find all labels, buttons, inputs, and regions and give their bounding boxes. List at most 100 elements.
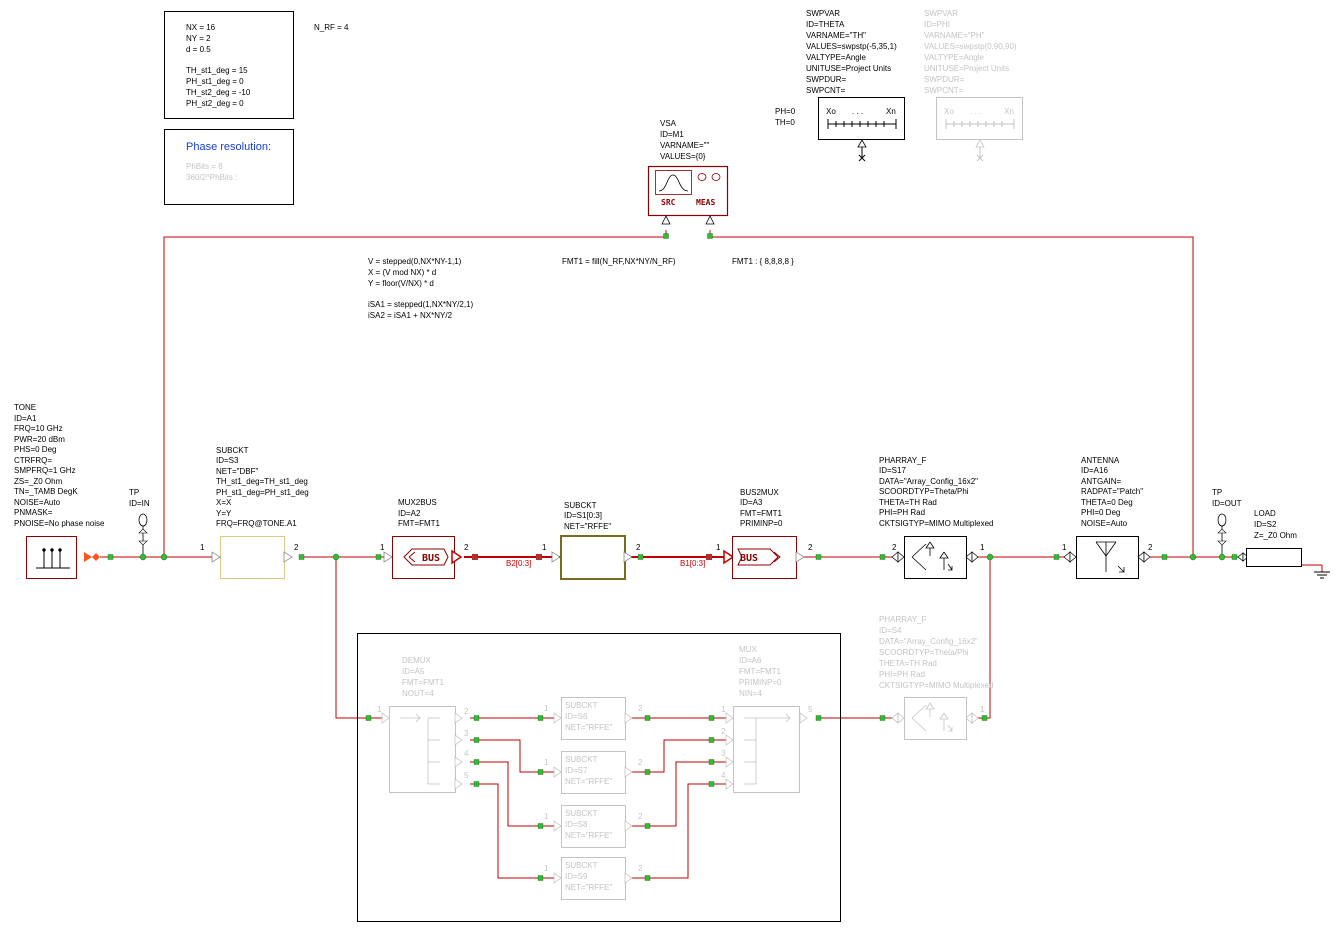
bus-pin[interactable] — [706, 554, 712, 560]
bus2mux-a3[interactable]: BUS2MUX ID=A3 FMT=FMT1 PRIMINP=0 1 BUS 2 — [706, 488, 822, 579]
pin[interactable] — [708, 715, 715, 721]
swpvar-theta-symbol[interactable] — [818, 97, 905, 140]
vsa-src-port-icon — [661, 215, 671, 225]
subckt-box[interactable] — [561, 751, 626, 794]
demux-line: DEMUX — [402, 656, 432, 665]
vsa-line: VARNAME="" — [660, 141, 709, 150]
bus-pin[interactable] — [536, 554, 542, 560]
phase-resolution-box[interactable]: Phase resolution: PhBits = 8 360/2^PhBit… — [164, 129, 294, 205]
pin-number: 1 — [544, 812, 549, 821]
subckt-line: ID=S3 — [216, 456, 239, 465]
node[interactable] — [139, 553, 147, 561]
test-point-in[interactable]: TP ID=IN — [129, 488, 150, 561]
subckt-line: NET="RFFE" — [565, 777, 612, 786]
pin[interactable] — [473, 759, 480, 765]
pharray-line: PHARRAY_F — [879, 456, 927, 465]
equations-block[interactable]: V = stepped(0,NX*NY-1,1) X = (V mod NX) … — [368, 257, 474, 320]
pin[interactable] — [815, 715, 822, 721]
pin[interactable] — [708, 759, 715, 765]
pin[interactable] — [473, 715, 480, 721]
antenna-line: NOISE=Auto — [1081, 519, 1128, 528]
load-s2[interactable]: LOAD ID=S2 Z=_Z0 Ohm — [1231, 509, 1330, 579]
demux-icon — [400, 713, 440, 785]
node[interactable] — [1189, 553, 1197, 561]
pharray-symbol[interactable] — [904, 536, 967, 579]
pin[interactable] — [879, 554, 886, 560]
demux-a5[interactable]: DEMUX ID=A5 FMT=FMT1 NOUT=4 1 2 3 4 5 — [365, 656, 480, 793]
fmt1-equation[interactable]: FMT1 = fill(N_RF,NX*NY/N_RF) — [562, 257, 676, 266]
tone-source[interactable]: TONE ID=A1 FRQ=10 GHz PWR=20 dBm PHS=0 D… — [14, 403, 114, 579]
nrf-equation[interactable]: N_RF = 4 — [314, 23, 349, 32]
pin[interactable] — [981, 715, 988, 721]
pin[interactable] — [1053, 554, 1060, 560]
pin[interactable] — [644, 769, 651, 775]
node[interactable] — [986, 553, 994, 561]
mux2bus-symbol[interactable] — [392, 536, 455, 579]
subckt-s3[interactable]: SUBCKT ID=S3 NET="DBF" TH_st1_deg=TH_st1… — [200, 446, 309, 579]
th-value: TH=0 — [775, 118, 795, 127]
demux-symbol[interactable] — [389, 706, 456, 793]
pin[interactable] — [644, 715, 651, 721]
pharray-symbol[interactable] — [904, 697, 967, 740]
subckt-s8[interactable]: 1 SUBCKT ID=S8 NET="RFFE" 2 — [537, 805, 651, 848]
pin[interactable] — [473, 737, 480, 743]
pin[interactable] — [298, 554, 305, 560]
node[interactable] — [1218, 553, 1226, 561]
pin[interactable] — [1231, 554, 1238, 560]
pin[interactable] — [537, 875, 544, 881]
pin-number: 1 — [1062, 543, 1067, 552]
mux-line: FMT=FMT1 — [739, 667, 782, 676]
subckt-s9[interactable]: 1 SUBCKT ID=S9 NET="RFFE" 2 — [537, 857, 651, 900]
subckt-box[interactable] — [561, 857, 626, 900]
swpvar-phi-symbol[interactable] — [936, 97, 1023, 140]
pin[interactable] — [1161, 554, 1168, 560]
mux-symbol[interactable] — [733, 706, 800, 793]
pin[interactable] — [879, 715, 886, 721]
vsa-block[interactable]: VSA ID=M1 VARNAME="" VALUES={0} SRC MEAS — [647, 119, 729, 239]
pin[interactable] — [815, 554, 822, 560]
pin[interactable] — [537, 823, 544, 829]
bus-pin[interactable] — [472, 554, 478, 560]
vsa-meas-port-icon — [705, 215, 715, 225]
pin[interactable] — [107, 554, 114, 560]
pin[interactable] — [663, 233, 669, 239]
pin[interactable] — [375, 554, 382, 560]
mux-a6[interactable]: MUX ID=A6 FMT=FMT1 PRIMINP=0 NIN=4 1 2 3… — [708, 645, 822, 793]
pin[interactable] — [537, 769, 544, 775]
node[interactable] — [332, 553, 340, 561]
load-symbol[interactable] — [1246, 548, 1302, 567]
ph-value: PH=0 — [775, 107, 796, 116]
pharray-s4[interactable]: PHARRAY_F ID=S4 DATA="Array_Config_16x2"… — [879, 615, 993, 740]
swpvar-phi[interactable]: SWPVAR ID=PHI VARNAME="PH" VALUES=swpstp… — [924, 9, 1023, 162]
pin[interactable] — [644, 823, 651, 829]
antenna-symbol[interactable] — [1076, 536, 1139, 579]
test-point-out[interactable]: TP ID=OUT — [1212, 488, 1242, 561]
variables-box[interactable]: NX = 16 NY = 2 d = 0.5 TH_st1_deg = 15 P… — [164, 11, 294, 119]
pharray-s17[interactable]: PHARRAY_F ID=S17 DATA="Array_Config_16x2… — [879, 456, 993, 579]
pin[interactable] — [637, 554, 644, 560]
mux2bus-a2[interactable]: MUX2BUS ID=A2 FMT=FMT1 1 BUS 2 — [375, 498, 478, 579]
bus2mux-symbol[interactable] — [732, 536, 797, 579]
node[interactable] — [160, 553, 168, 561]
tone-line: FRQ=10 GHz — [14, 424, 63, 433]
pin[interactable] — [365, 715, 372, 721]
subckt-s6[interactable]: 1 SUBCKT ID=S6 NET="RFFE" 2 — [537, 697, 651, 740]
pin[interactable] — [473, 781, 480, 787]
swpvar-line: UNITUSE=Project Units — [806, 64, 891, 73]
pin[interactable] — [707, 233, 713, 239]
antenna-a16[interactable]: ANTENNA ID=A16 ANTGAIN= RADPAT="Patch" T… — [1053, 456, 1168, 579]
subckt-box[interactable] — [560, 535, 626, 580]
disabled-region-box[interactable] — [357, 633, 841, 922]
pin-number: 2 — [638, 812, 643, 821]
pin[interactable] — [537, 715, 544, 721]
subckt-s7[interactable]: 1 SUBCKT ID=S7 NET="RFFE" 2 — [537, 751, 651, 794]
subckt-s1[interactable]: SUBCKT ID=S1[0:3] NET="RFFE" 1 2 — [536, 501, 644, 580]
pin[interactable] — [708, 781, 715, 787]
pin-number: 2 — [721, 727, 726, 736]
pin[interactable] — [708, 737, 715, 743]
subckt-box[interactable] — [220, 536, 285, 579]
swpvar-theta[interactable]: SWPVAR ID=THETA VARNAME="TH" VALUES=swps… — [806, 9, 905, 162]
pin[interactable] — [644, 875, 651, 881]
subckt-box[interactable] — [561, 697, 626, 740]
